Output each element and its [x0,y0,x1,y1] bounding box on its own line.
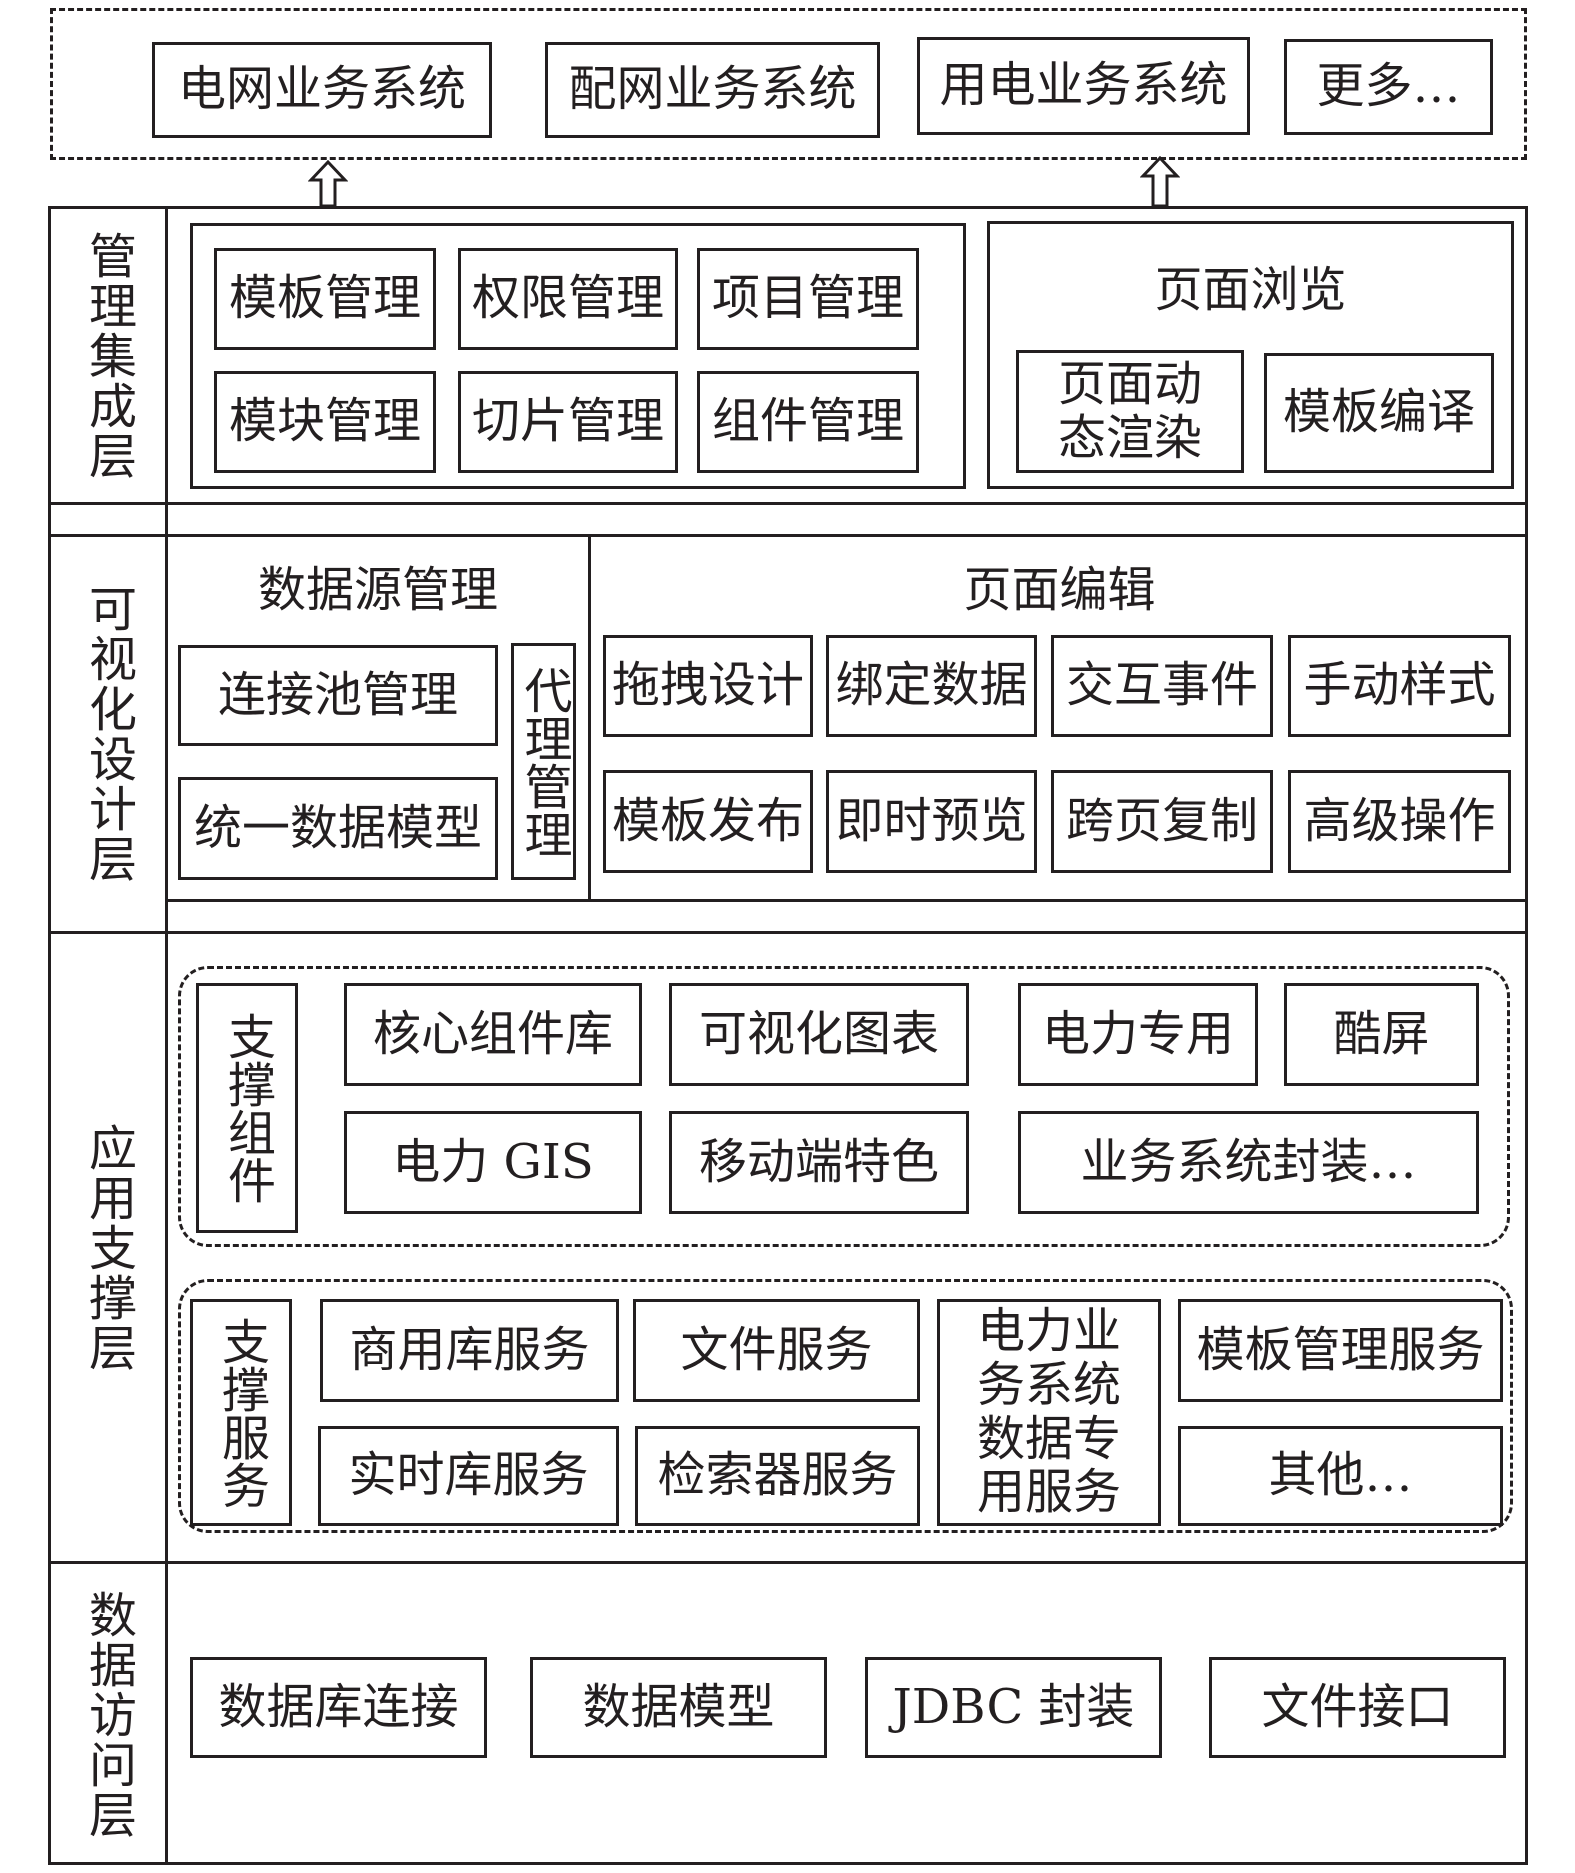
realtime-db-service: 实时库服务 [318,1426,619,1526]
support-components-group [178,966,1510,1247]
layer-divider [165,899,1528,902]
proxy-management: 代理管理 [511,643,576,880]
edit-interaction: 交互事件 [1051,635,1273,737]
mgmt-permission: 权限管理 [458,248,678,350]
visual-divider [588,534,591,900]
page-dynamic-render: 页面动态渲染 [1016,350,1244,473]
unified-data-model: 统一数据模型 [178,777,498,880]
power-specific: 电力专用 [1018,983,1258,1086]
management-group [190,223,966,489]
page-edit-title: 页面编辑 [963,562,1156,618]
support-components-label: 支撑组件 [196,983,298,1233]
retriever-service: 检索器服务 [635,1426,920,1526]
template-compile: 模板编译 [1264,353,1494,473]
business-system-wrap: 业务系统封装… [1018,1111,1479,1214]
layer-label-visual-design: 可视化设计层 [80,584,136,884]
mgmt-slice: 切片管理 [458,371,678,473]
db-connection: 数据库连接 [190,1657,487,1758]
layer-divider [48,534,1528,537]
edit-advanced-ops: 高级操作 [1288,770,1511,873]
visual-charts: 可视化图表 [669,983,969,1086]
business-systems-container [50,8,1527,160]
layer-divider [48,1561,1528,1564]
power-business-data-service: 电力业务系统数据专用服务 [937,1299,1161,1526]
power-gis: 电力 GIS [344,1111,642,1214]
layer-divider [48,931,1528,934]
cool-screen: 酷屏 [1284,983,1479,1086]
file-interface: 文件接口 [1209,1657,1506,1758]
page-browse-group [987,221,1514,489]
edit-manual-style: 手动样式 [1288,635,1511,737]
jdbc-wrap: JDBC 封装 [865,1657,1162,1758]
edit-instant-preview: 即时预览 [826,770,1037,873]
system-distribution: 配网业务系统 [545,42,880,138]
up-arrow-icon [308,160,348,208]
edit-drag-design: 拖拽设计 [603,635,813,737]
system-more: 更多… [1284,39,1493,135]
layer-label-data-access: 数据访问层 [80,1589,136,1840]
support-services-group [178,1279,1513,1533]
connection-pool: 连接池管理 [178,645,498,746]
mgmt-module: 模块管理 [214,371,436,473]
page-browse-title: 页面浏览 [1154,262,1347,318]
up-arrow-icon [1140,156,1180,208]
layer-label-management: 管理集成层 [80,230,136,481]
other-services: 其他… [1178,1426,1503,1526]
architecture-frame [48,206,1528,1865]
mgmt-component: 组件管理 [697,371,919,473]
file-service: 文件服务 [633,1299,920,1402]
support-services-label: 支撑服务 [190,1299,292,1526]
layer-label-divider [165,206,168,1865]
mgmt-template: 模板管理 [214,248,436,350]
edit-template-publish: 模板发布 [603,770,813,873]
layer-label-app-support: 应用支撑层 [80,1122,136,1373]
edit-cross-page-copy: 跨页复制 [1051,770,1273,873]
data-model: 数据模型 [530,1657,827,1758]
datasource-title: 数据源管理 [257,562,498,618]
system-consumption: 用电业务系统 [917,37,1250,135]
mobile-features: 移动端特色 [669,1111,969,1214]
edit-bind-data: 绑定数据 [826,635,1037,737]
template-management-service: 模板管理服务 [1178,1299,1503,1402]
commercial-db-service: 商用库服务 [320,1299,619,1402]
system-grid-business: 电网业务系统 [152,42,492,138]
core-component-library: 核心组件库 [344,983,642,1086]
mgmt-project: 项目管理 [697,248,919,350]
layer-divider [48,502,1528,505]
